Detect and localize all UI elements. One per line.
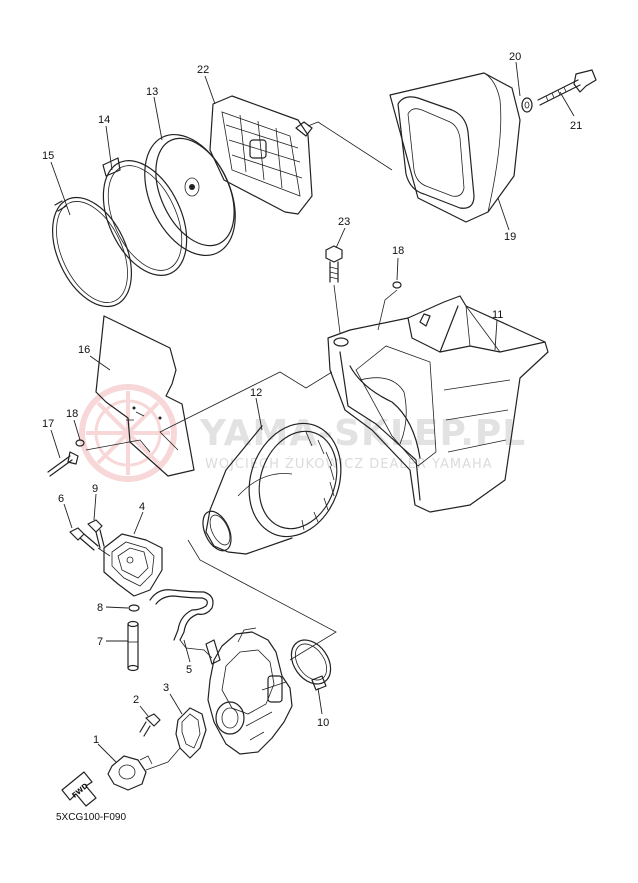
- callout-11: 11: [492, 309, 503, 321]
- callout-10: 10: [317, 717, 329, 729]
- callout-23: 23: [338, 216, 350, 228]
- callout-labels: 1 2 3 4 5 6 7 8 9 10 11 12 13 14 15 16 1…: [42, 51, 582, 746]
- callout-7: 7: [97, 636, 103, 648]
- part-13-filter-cap[interactable]: [127, 120, 254, 270]
- part-1-sensor[interactable]: [107, 755, 153, 791]
- callout-20: 20: [509, 51, 521, 63]
- part-7-pipe[interactable]: [127, 620, 139, 672]
- part-2-screw[interactable]: [139, 713, 161, 737]
- part-16-seal-plate[interactable]: [95, 315, 195, 477]
- leader-lines: [50, 61, 575, 763]
- part-21-bolt[interactable]: [537, 69, 597, 106]
- watermark: YAMA-SKLEP.PL WOJCIECH ŻUKOWICZ DEALER Y…: [79, 384, 526, 482]
- callout-19: 19: [504, 231, 516, 243]
- part-20-washer[interactable]: [521, 97, 533, 113]
- callout-2: 2: [133, 694, 139, 706]
- part-18-grommet-upper[interactable]: [392, 281, 402, 289]
- diagram-code: 5XCG100-F090: [56, 812, 126, 823]
- part-19-air-filter[interactable]: [389, 72, 521, 223]
- callout-18-lower: 18: [66, 408, 78, 420]
- part-22-filter-guide[interactable]: [209, 95, 313, 215]
- part-11-air-filter-case[interactable]: [327, 295, 549, 513]
- part-4-cover[interactable]: [103, 533, 163, 597]
- callout-21: 21: [570, 120, 582, 132]
- part-15-clamp-ring[interactable]: [37, 185, 148, 319]
- part-17-rivet[interactable]: [47, 451, 79, 477]
- callout-17: 17: [42, 418, 54, 430]
- callout-12: 12: [250, 387, 262, 399]
- watermark-title: YAMA-SKLEP.PL: [199, 413, 526, 454]
- callout-18-upper: 18: [392, 245, 404, 257]
- part-10-clamp[interactable]: [283, 633, 338, 692]
- alignment-line-23: [333, 284, 341, 334]
- callout-3: 3: [163, 682, 169, 694]
- part-12-air-filter-joint[interactable]: [197, 410, 356, 555]
- alignment-line-22-19: [307, 121, 393, 171]
- callout-14: 14: [98, 114, 110, 126]
- callout-13: 13: [146, 86, 158, 98]
- alignment-line-16-17: [85, 439, 151, 453]
- callout-9: 9: [92, 483, 98, 495]
- part-8-washer[interactable]: [128, 604, 140, 612]
- callout-5: 5: [186, 664, 192, 676]
- part-9-screw[interactable]: [87, 519, 105, 549]
- callout-16: 16: [78, 344, 90, 356]
- fwd-arrow-icon: FWD: [61, 771, 97, 807]
- part-3-clamp[interactable]: [175, 707, 207, 759]
- callout-6: 6: [58, 493, 64, 505]
- callout-4: 4: [139, 501, 145, 513]
- part-5-hose[interactable]: [149, 589, 214, 659]
- carburetor-assembly: [205, 627, 293, 755]
- yamaha-logo-watermark-icon: [79, 384, 177, 482]
- part-14-band[interactable]: [87, 148, 204, 289]
- part-23-bolt[interactable]: [325, 245, 343, 283]
- callout-22: 22: [197, 64, 209, 76]
- callout-15: 15: [42, 150, 54, 162]
- fwd-label: FWD: [71, 782, 90, 800]
- alignment-line-11-12: [159, 371, 333, 451]
- alignment-line-18-upper: [377, 289, 398, 331]
- watermark-subtitle: WOJCIECH ŻUKOWICZ DEALER YAMAHA: [205, 456, 493, 472]
- callout-8: 8: [97, 602, 103, 614]
- alignment-line-1: [145, 747, 181, 771]
- part-6-screw[interactable]: [69, 527, 99, 551]
- callout-1: 1: [93, 734, 99, 746]
